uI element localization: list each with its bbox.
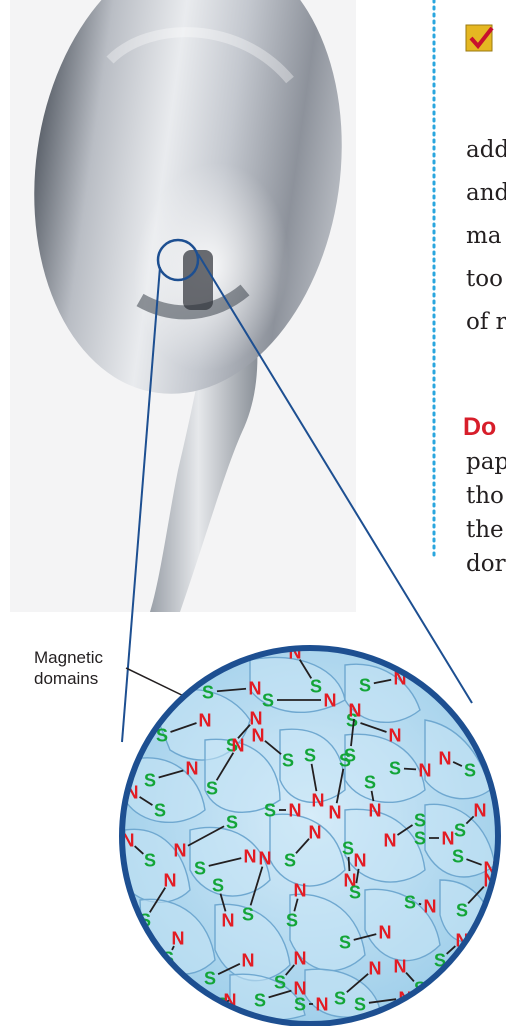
south-pole-label: S <box>414 658 426 678</box>
north-pole-label: N <box>329 802 342 822</box>
north-pole-label: N <box>419 760 432 780</box>
north-pole-label: N <box>349 700 362 720</box>
dipole-line <box>464 964 468 978</box>
south-pole-label: S <box>254 990 266 1010</box>
south-pole-label: S <box>122 940 134 960</box>
paragraph-line: pap <box>466 449 506 475</box>
north-pole-label: N <box>316 994 329 1014</box>
south-pole-label: S <box>310 676 322 696</box>
south-pole-label: S <box>194 858 206 878</box>
paragraph-line: and <box>466 180 506 206</box>
callout-label: Magnetic domains <box>34 647 103 689</box>
south-pole-label: S <box>404 892 416 912</box>
south-pole-label: S <box>284 850 296 870</box>
north-pole-label: N <box>294 880 307 900</box>
north-pole-label: N <box>294 978 307 998</box>
south-pole-label: S <box>464 760 476 780</box>
north-pole-label: N <box>354 850 367 870</box>
north-pole-label: N <box>424 896 437 916</box>
south-pole-label: S <box>342 838 354 858</box>
south-pole-label: S <box>359 675 371 695</box>
south-pole-label: S <box>452 846 464 866</box>
south-pole-label: S <box>202 682 214 702</box>
south-pole-label: S <box>454 820 466 840</box>
north-pole-label: N <box>129 920 142 940</box>
south-pole-label: S <box>389 758 401 778</box>
north-pole-label: N <box>444 668 457 688</box>
north-pole-label: N <box>242 950 255 970</box>
dipole-line <box>429 671 442 675</box>
north-pole-label: N <box>324 690 337 710</box>
dipole-line <box>404 769 416 770</box>
south-pole-label: S <box>339 750 351 770</box>
north-pole-label: N <box>252 725 265 745</box>
north-pole-label: N <box>379 922 392 942</box>
south-pole-label: S <box>144 770 156 790</box>
north-pole-label: N <box>384 830 397 850</box>
north-pole-label: N <box>222 910 235 930</box>
paragraph-line: too <box>466 266 506 292</box>
paragraph-line: tho <box>466 483 506 509</box>
north-pole-label: N <box>294 948 307 968</box>
south-pole-label: S <box>339 932 351 952</box>
dipole-line <box>131 938 132 941</box>
north-pole-label: N <box>369 958 382 978</box>
checkmark-box-icon <box>466 25 492 51</box>
south-pole-label: S <box>349 882 361 902</box>
paragraph-line: the <box>466 517 506 543</box>
south-pole-label: S <box>414 828 426 848</box>
dipole-line <box>349 857 350 871</box>
north-pole-label: N <box>172 928 185 948</box>
callout-label-line-1: Magnetic <box>34 647 103 668</box>
north-pole-label: N <box>244 846 257 866</box>
north-pole-label: N <box>186 758 199 778</box>
north-pole-label: N <box>199 710 212 730</box>
north-pole-label: N <box>174 840 187 860</box>
south-pole-label: S <box>144 850 156 870</box>
south-pole-label: S <box>414 810 426 830</box>
south-pole-label: S <box>456 976 468 996</box>
north-pole-label: N <box>249 678 262 698</box>
north-pole-label: N <box>232 735 245 755</box>
paragraph-line: of r <box>466 309 506 335</box>
north-pole-label: N <box>259 848 272 868</box>
north-pole-label: N <box>312 790 325 810</box>
north-pole-label: N <box>369 800 382 820</box>
north-pole-label: N <box>164 870 177 890</box>
south-pole-label: S <box>334 988 346 1008</box>
south-pole-label: S <box>242 904 254 924</box>
south-pole-label: S <box>206 778 218 798</box>
south-pole-label: S <box>282 750 294 770</box>
south-pole-label: S <box>304 745 316 765</box>
section-heading: Do <box>463 413 496 442</box>
south-pole-label: S <box>274 972 286 992</box>
south-pole-label: S <box>204 968 216 988</box>
south-pole-label: S <box>262 690 274 710</box>
south-pole-label: S <box>226 812 238 832</box>
south-pole-label: S <box>456 900 468 920</box>
north-pole-label: N <box>474 800 487 820</box>
north-pole-label: N <box>289 800 302 820</box>
south-pole-label: S <box>154 800 166 820</box>
south-pole-label: S <box>354 994 366 1014</box>
south-pole-label: S <box>264 800 276 820</box>
paragraph-line: ma <box>466 223 506 249</box>
north-pole-label: N <box>442 828 455 848</box>
paragraph-line: add <box>466 137 506 163</box>
callout-label-line-2: domains <box>34 668 103 689</box>
spoon-image <box>6 0 370 612</box>
south-pole-label: S <box>364 772 376 792</box>
north-pole-label: N <box>464 945 477 965</box>
paragraph-line: dor <box>466 551 506 577</box>
north-pole-label: N <box>389 725 402 745</box>
north-pole-label: N <box>394 956 407 976</box>
south-pole-label: S <box>286 910 298 930</box>
south-pole-label: S <box>212 875 224 895</box>
north-pole-label: N <box>439 748 452 768</box>
north-pole-label: N <box>309 822 322 842</box>
